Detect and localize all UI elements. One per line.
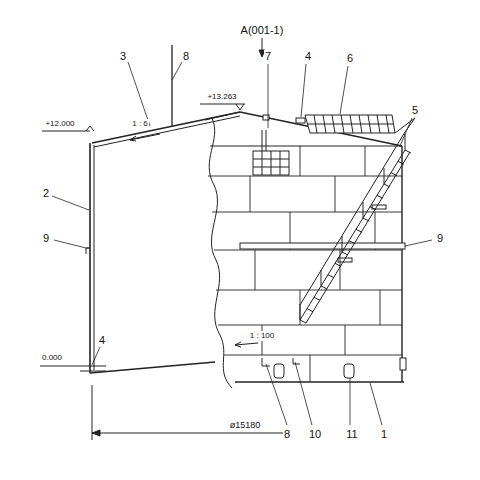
callout-number: 8	[283, 428, 291, 441]
callout-number: 5	[411, 104, 419, 117]
callout-number: 9	[42, 232, 50, 245]
elevation-mark: 0.000	[41, 353, 63, 363]
view-label: A(001-1)	[240, 24, 285, 37]
elevation-mark: +12.000	[44, 119, 75, 129]
callout-number: 9	[436, 232, 444, 245]
callout-number: 7	[264, 50, 272, 63]
callout-number: 8	[182, 50, 190, 63]
callout-number: 4	[304, 50, 312, 63]
slope-note: 1 : 100	[249, 331, 275, 341]
slope-note: 1 : 6	[131, 119, 149, 129]
callout-number: 6	[346, 52, 354, 65]
callout-number: 1	[380, 428, 388, 441]
elevation-mark: +13.263	[206, 92, 237, 102]
callout-number: 10	[308, 428, 322, 441]
dimension-text: ø15180	[229, 420, 262, 431]
callout-number: 3	[119, 50, 127, 63]
callout-number: 4	[98, 334, 106, 347]
callout-number: 2	[42, 187, 50, 200]
callout-number: 11	[345, 428, 358, 441]
